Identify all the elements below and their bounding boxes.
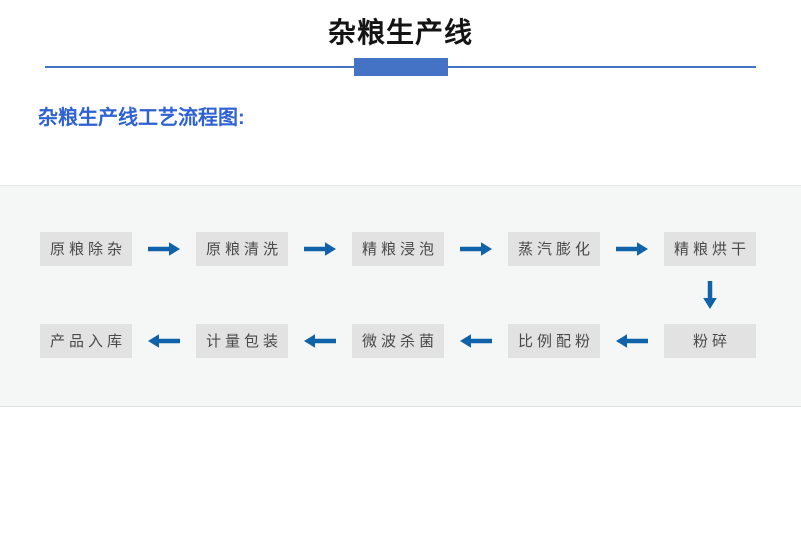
- flow-step-microwave-sterilization: 微波杀菌: [352, 323, 444, 358]
- page: 杂粮生产线 杂粮生产线工艺流程图: 原粮除杂 原粮清洗 精粮浸泡: [0, 16, 801, 407]
- arrow-down-icon: [664, 266, 756, 324]
- arrow-left-icon: [132, 324, 196, 358]
- flow-step-refined-grain-soaking: 精粮浸泡: [352, 231, 444, 266]
- flow-step-product-warehousing: 产品入库: [40, 323, 132, 358]
- arrow-right-icon: [444, 232, 508, 266]
- flow-step-steam-puffing: 蒸汽膨化: [508, 231, 600, 266]
- section-heading: 杂粮生产线工艺流程图:: [38, 106, 245, 129]
- arrow-left-icon: [600, 324, 664, 358]
- process-flow-diagram: 原粮除杂 原粮清洗 精粮浸泡 蒸汽膨化: [40, 231, 801, 358]
- flow-step-raw-grain-washing: 原粮清洗: [196, 231, 288, 266]
- title-divider: [45, 57, 756, 76]
- flow-panel: 原粮除杂 原粮清洗 精粮浸泡 蒸汽膨化: [0, 184, 801, 407]
- divider-accent-bar: [353, 57, 448, 76]
- flow-step-raw-grain-cleaning-of-impurities: 原粮除杂: [40, 231, 132, 266]
- arrow-left-icon: [288, 324, 352, 358]
- page-title: 杂粮生产线: [327, 17, 473, 48]
- flow-step-refined-grain-drying: 精粮烘干: [664, 231, 756, 266]
- flow-step-proportional-powder-blending: 比例配粉: [508, 323, 600, 358]
- flow-step-crushing: 粉碎: [664, 323, 756, 358]
- flow-step-metering-packaging: 计量包装: [196, 323, 288, 358]
- arrow-right-icon: [132, 232, 196, 266]
- arrow-left-icon: [444, 324, 508, 358]
- arrow-right-icon: [600, 232, 664, 266]
- arrow-right-icon: [288, 232, 352, 266]
